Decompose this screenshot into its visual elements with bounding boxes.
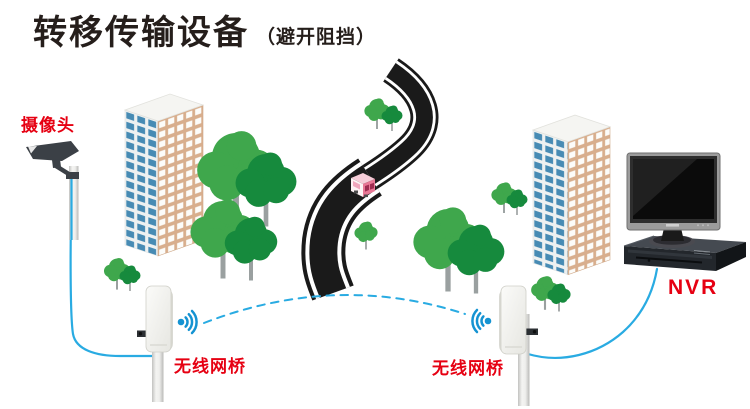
wireless-bridge-label-left: 无线网桥	[174, 357, 246, 376]
page-title-block: 转移传输设备 （避开阻挡）	[33, 14, 376, 53]
wireless-bridge-antenna-icon	[499, 285, 527, 355]
bus-icon	[351, 173, 375, 198]
pole-clamp	[522, 328, 538, 335]
building-icon	[531, 114, 612, 276]
wifi-signal-icon	[471, 308, 493, 334]
wireless-bridge-label-right: 无线网桥	[432, 359, 504, 378]
wireless-bridge-antenna-icon	[145, 285, 173, 353]
page-title: 转移传输设备	[33, 14, 249, 52]
camera-label: 摄像头	[21, 116, 75, 135]
tree-icon	[354, 221, 378, 250]
wireless-link-dashed-arc	[203, 294, 466, 324]
page-subtitle: （避开阻挡）	[256, 27, 377, 49]
camera-pole	[69, 166, 79, 240]
wireless-bridge-left	[137, 285, 173, 402]
pole-clamp	[137, 330, 153, 337]
bridge-pole	[518, 314, 530, 406]
network-cable	[526, 267, 659, 359]
monitor-icon	[626, 152, 721, 248]
wireless-bridge-right	[499, 285, 538, 406]
nvr-label: NVR	[668, 276, 719, 299]
cctv-camera-icon	[26, 141, 79, 179]
wifi-signal-icon	[176, 309, 198, 335]
